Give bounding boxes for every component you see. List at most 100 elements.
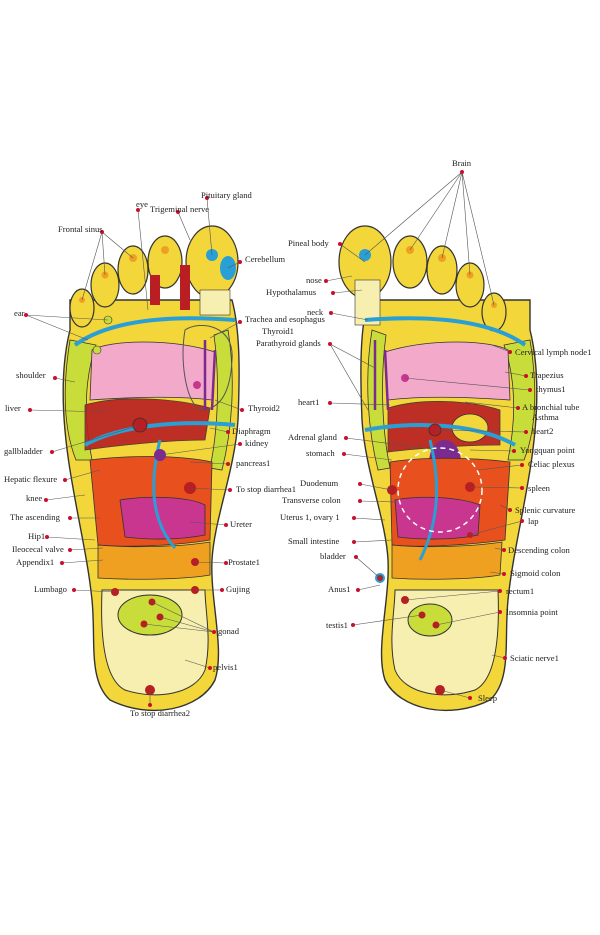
svg-text:Sciatic nerve1: Sciatic nerve1 (510, 653, 559, 663)
label-insomnia: Insomnia point (435, 607, 558, 626)
svg-text:To stop diarrhea2: To stop diarrhea2 (130, 708, 190, 718)
svg-text:Trachea and esophagus: Trachea and esophagus (245, 314, 326, 324)
label-yongquan: Yongquan point (469, 445, 575, 455)
label-trigeminal-nerve: Trigeminal nerve (150, 204, 209, 241)
svg-text:thymus1: thymus1 (536, 384, 566, 394)
left-lower-zone (97, 541, 211, 580)
svg-text:pancreas1: pancreas1 (236, 458, 270, 468)
label-heart1: heart1 (298, 397, 391, 407)
label-lumbago: Lumbago (34, 584, 116, 594)
label-frontal-sinus: Frontal sinus (58, 224, 134, 301)
label-thymus: thymus1 (404, 377, 566, 394)
label-sleep: Sleep (439, 689, 497, 703)
svg-text:Small intestine: Small intestine (288, 536, 340, 546)
svg-text:Trapezius: Trapezius (530, 370, 564, 380)
label-spleen: spleen (469, 483, 551, 493)
label-prostate: Prostate1 (194, 557, 260, 567)
svg-text:Transverse colon: Transverse colon (282, 495, 341, 505)
label-bladder: bladder (320, 551, 381, 579)
right-colon-zone (394, 496, 481, 540)
label-cerebellum: Cerebellum (227, 254, 285, 269)
svg-text:Thyroid2: Thyroid2 (248, 403, 280, 413)
label-pineal: Pineal body (288, 238, 366, 263)
svg-text:rectum1: rectum1 (506, 586, 534, 596)
svg-text:ear: ear (14, 308, 25, 318)
right-lung-zone (384, 341, 511, 401)
right-purple-line (373, 340, 390, 411)
label-trachea: Trachea and esophagus (209, 314, 326, 339)
label-ascending: The ascending (10, 512, 100, 522)
svg-text:liver: liver (5, 403, 21, 413)
svg-text:Sigmoid colon: Sigmoid colon (510, 568, 561, 578)
svg-text:Trigeminal nerve: Trigeminal nerve (150, 204, 209, 214)
label-ureter: Ureter (189, 519, 252, 529)
label-celiac: Celiac plexus (477, 459, 575, 471)
label-hepatic: Hepatic flexure (4, 469, 101, 484)
svg-text:knee: knee (26, 493, 42, 503)
label-sigmoid: Sigmoid colon (489, 568, 561, 578)
label-pelvis: pelvis1 (184, 659, 238, 672)
label-rectum: rectum1 (404, 586, 534, 601)
svg-text:shoulder: shoulder (16, 370, 46, 380)
label-brain: Brain (364, 158, 495, 306)
svg-text:Anus1: Anus1 (328, 584, 350, 594)
svg-text:Thyroid1: Thyroid1 (262, 326, 294, 336)
left-colon-zone (119, 496, 206, 540)
svg-text:Descending colon: Descending colon (508, 545, 571, 555)
label-nose: nose (306, 275, 353, 285)
label-descending: Descending colon (494, 545, 571, 555)
svg-text:To stop diarrhea1: To stop diarrhea1 (236, 484, 296, 494)
svg-text:gallbladder: gallbladder (4, 446, 43, 456)
label-pancreas: pancreas1 (189, 458, 270, 468)
svg-text:Splenic curvature: Splenic curvature (515, 505, 576, 515)
svg-text:The ascending: The ascending (10, 512, 61, 522)
svg-text:bladder: bladder (320, 551, 346, 561)
svg-text:A bronchial tube: A bronchial tube (522, 402, 579, 412)
svg-text:Prostate1: Prostate1 (228, 557, 260, 567)
left-lung-zone (89, 341, 216, 401)
left-lateral-band (64, 339, 97, 461)
label-transverse: Transverse colon (282, 495, 396, 505)
label-to-stop-diarrhea2: To stop diarrhea2 (130, 690, 190, 718)
svg-text:Brain: Brain (452, 158, 472, 168)
svg-text:Hypothalamus: Hypothalamus (266, 287, 317, 297)
label-gujing: Gujing (195, 584, 251, 594)
svg-text:Parathyroid glands: Parathyroid glands (256, 338, 321, 348)
svg-text:Cervical lymph node1: Cervical lymph node1 (515, 347, 591, 357)
label-lap: lap (469, 516, 539, 536)
svg-text:Sleep: Sleep (478, 693, 497, 703)
svg-text:Hepatic flexure: Hepatic flexure (4, 474, 57, 484)
label-shoulder: shoulder (16, 370, 76, 383)
label-uterus: Uterus 1, ovary 1 (280, 512, 386, 522)
svg-text:Diaphragm: Diaphragm (232, 426, 271, 436)
left-thyroid-outline (182, 324, 233, 411)
svg-text:Uterus 1, ovary 1: Uterus 1, ovary 1 (280, 512, 340, 522)
svg-text:neck: neck (307, 307, 324, 317)
label-small-intestine: Small intestine (288, 536, 393, 546)
label-to-stop-diarrhea1: To stop diarrhea1 (189, 484, 296, 494)
label-trapezius: Trapezius (504, 370, 564, 380)
left-blue-line-1 (73, 316, 236, 347)
svg-text:Ureter: Ureter (230, 519, 252, 529)
svg-text:eye: eye (136, 199, 148, 209)
svg-text:Frontal sinus: Frontal sinus (58, 224, 103, 234)
svg-text:Celiac plexus: Celiac plexus (528, 459, 575, 469)
label-gallbladder: gallbladder (4, 424, 141, 456)
left-gonad-zone (117, 594, 183, 636)
svg-text:nose: nose (306, 275, 322, 285)
label-cervical: Cervical lymph node1 (491, 344, 591, 357)
left-blue-line-2 (84, 421, 236, 447)
right-blue-line-1 (364, 316, 527, 347)
label-thyroid2: Thyroid2 (214, 399, 280, 413)
svg-text:kidney: kidney (245, 438, 269, 448)
svg-text:Adrenal gland: Adrenal gland (288, 432, 338, 442)
right-blue-line-3 (418, 439, 439, 561)
svg-text:Appendix1: Appendix1 (16, 557, 54, 567)
label-stomach: stomach (306, 448, 393, 461)
label-splenic: Splenic curvature (499, 504, 576, 515)
label-appendix: Appendix1 (16, 557, 104, 567)
label-pituitary-gland: Pituitary gland (201, 190, 253, 256)
svg-text:Lumbago: Lumbago (34, 584, 67, 594)
label-bronchial: A bronchial tube (464, 401, 579, 412)
